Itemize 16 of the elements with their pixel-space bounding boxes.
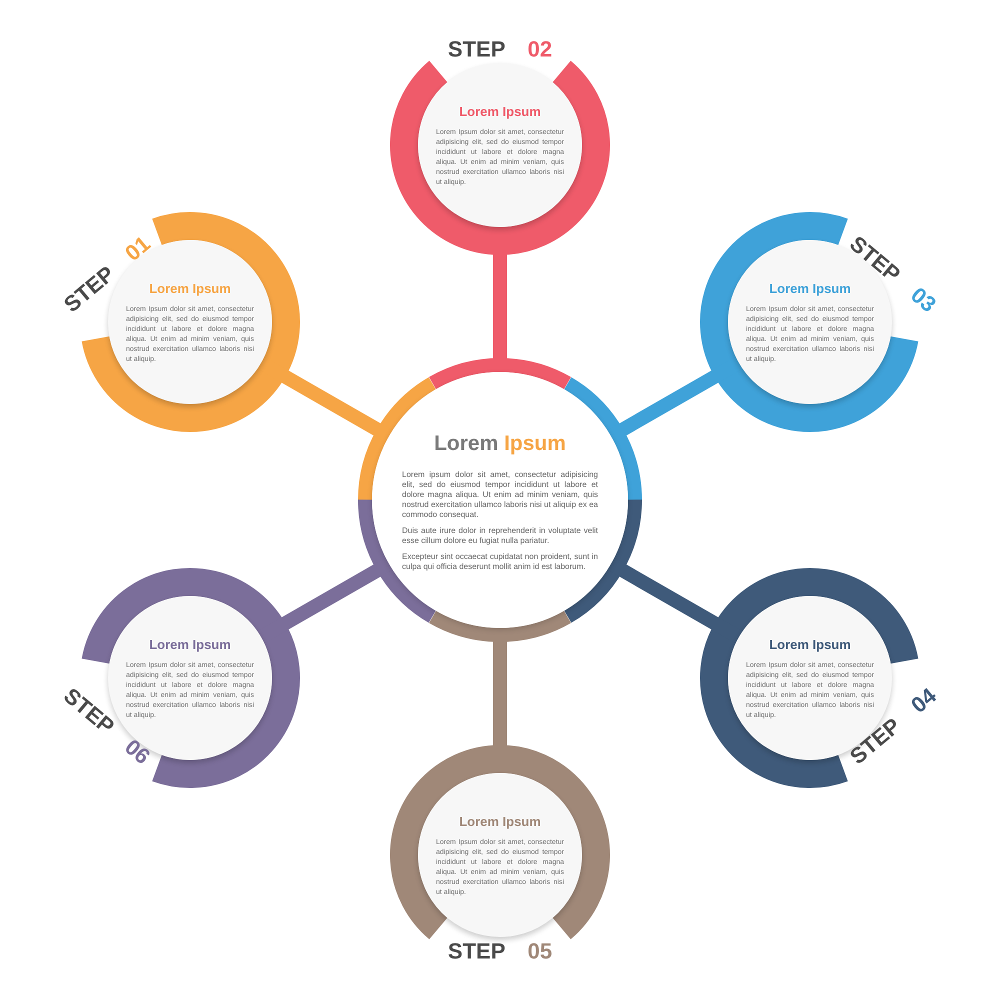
step-heading: Lorem Ipsum xyxy=(769,636,851,654)
step-heading: Lorem Ipsum xyxy=(769,280,851,298)
center-heading: Lorem Ipsum xyxy=(434,431,566,458)
center-paragraph: Excepteur sint occaecat cupidatat non proident, sunt in culpa qui officia deserunt mollit anim id est laborum. xyxy=(402,552,598,572)
connector xyxy=(258,558,392,644)
connector xyxy=(608,558,742,644)
connector xyxy=(608,356,742,442)
center-paragraph: Duis aute irure dolor in reprehenderit in voluptate velit esse cillum dolore eu fugiat nulla pariatur. xyxy=(402,526,598,546)
center-paragraph: Lorem ipsum dolor sit amet, consectetur adipisicing elit, sed do eiusmod tempor incididunt ut labore et dolore magna aliqua. Ut enim ad minim veniam, quis nostrud exercitation ullamco laboris nisi ut aliquip ex ea commodo consequat. xyxy=(402,470,598,520)
connector xyxy=(258,356,392,442)
step-heading: Lorem Ipsum xyxy=(149,280,231,298)
step-heading: Lorem Ipsum xyxy=(459,103,541,122)
step-heading: Lorem Ipsum xyxy=(459,813,541,832)
step-heading: Lorem Ipsum xyxy=(149,636,231,654)
step-label: STEP 05 xyxy=(448,938,552,966)
step-label: STEP 02 xyxy=(448,36,552,64)
